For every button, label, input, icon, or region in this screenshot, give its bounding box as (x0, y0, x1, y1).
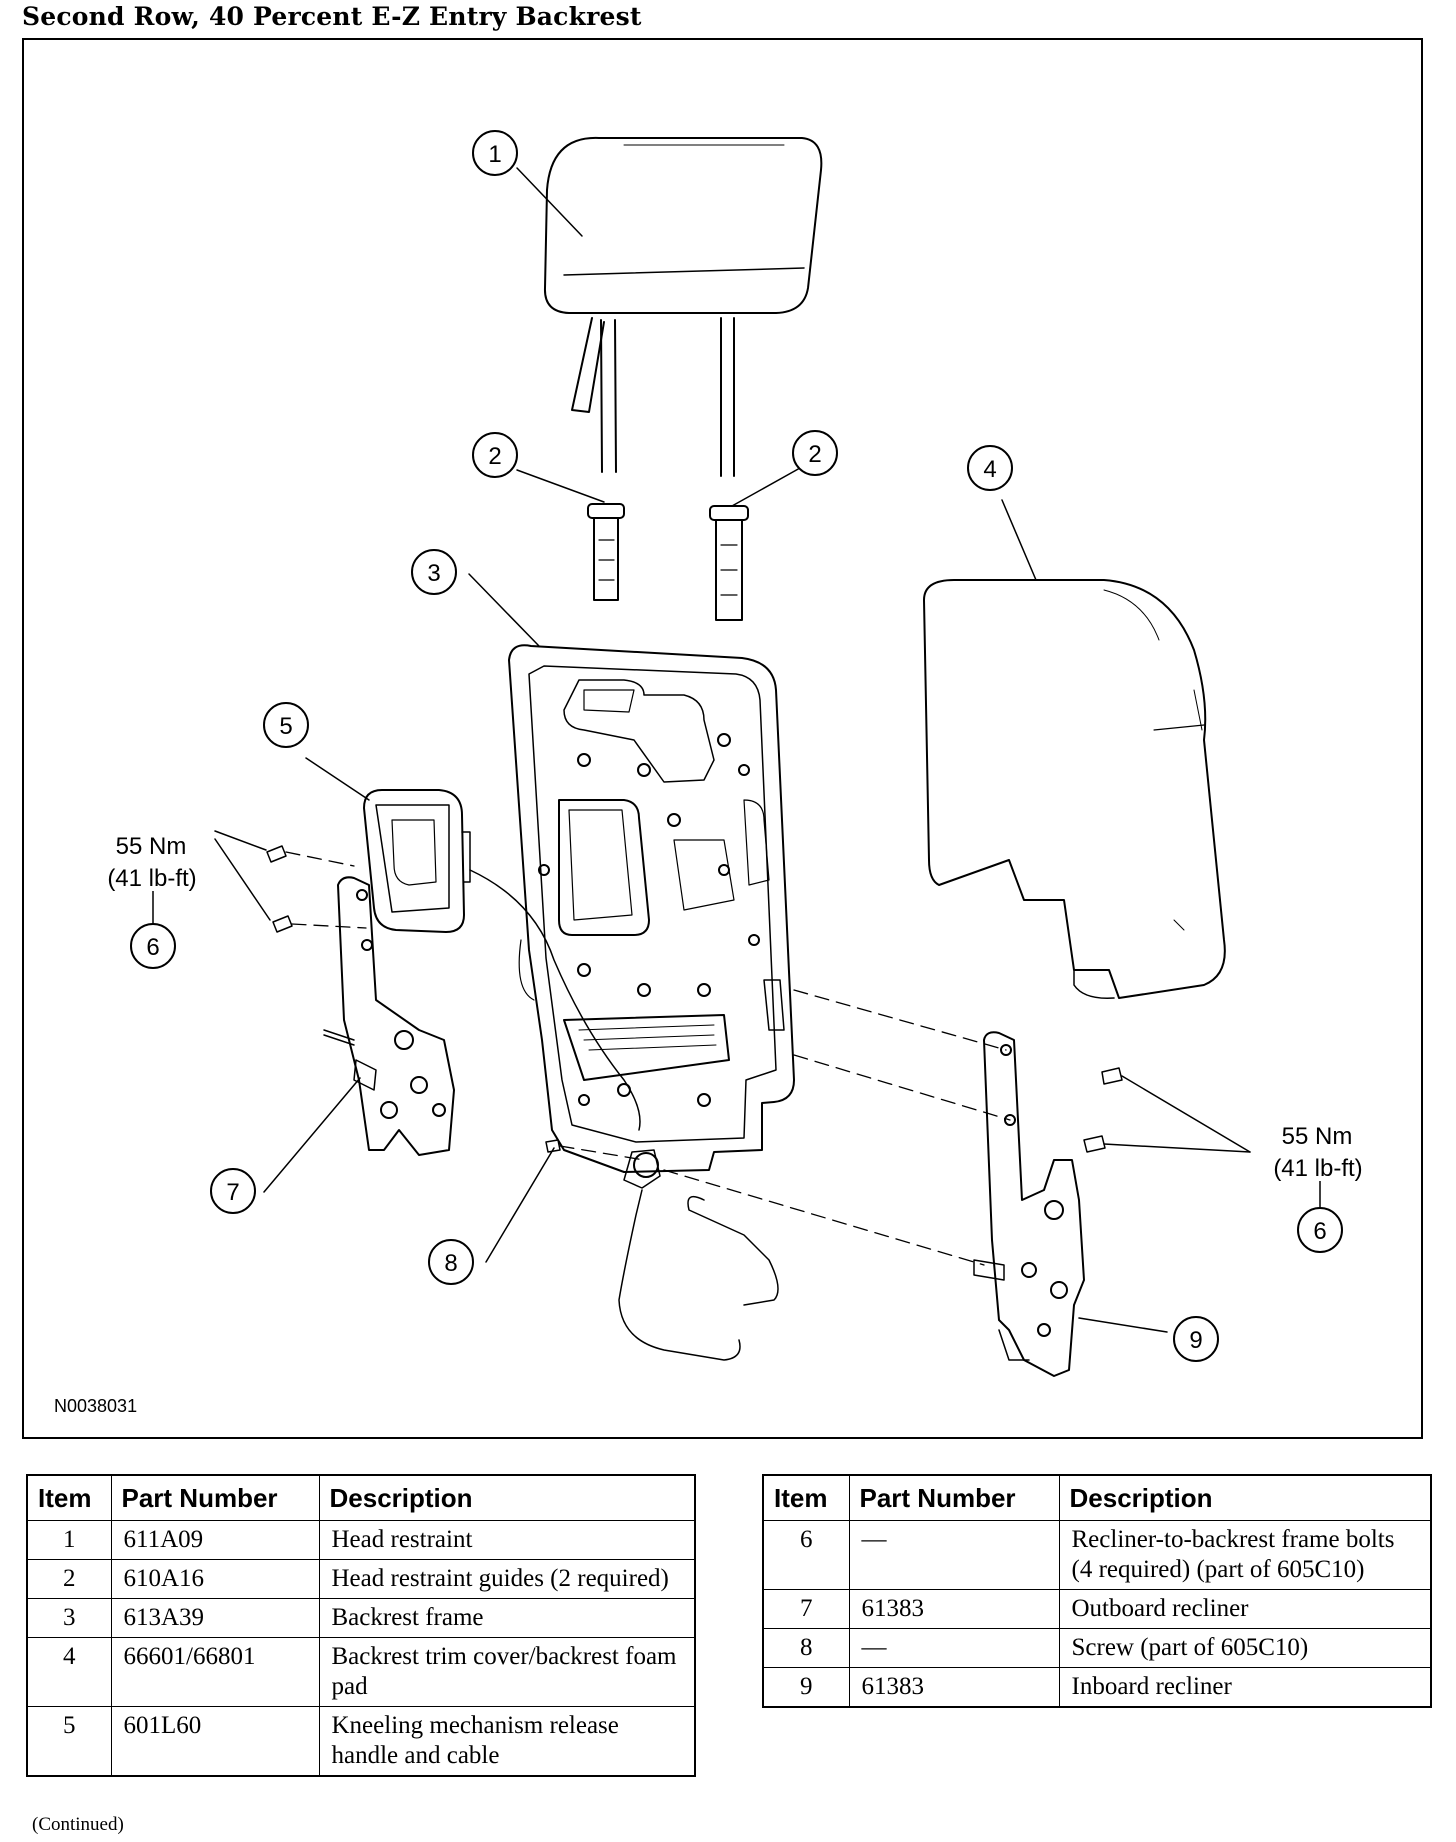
torque-left-lbft: (41 lb-ft) (107, 865, 196, 892)
callout-8: 8 (444, 1250, 457, 1277)
row-part-number: 61383 (848, 1589, 1060, 1629)
row-description: Screw (part of 605C10) (1058, 1628, 1432, 1668)
row-item: 3 (26, 1598, 112, 1638)
callout-7: 7 (226, 1179, 239, 1206)
row-part-number: 61383 (848, 1667, 1060, 1708)
header-description: Description (1058, 1474, 1432, 1521)
table-row: 6 — Recliner-to-backrest frame bolts (4 … (762, 1520, 1432, 1590)
page-title: Second Row, 40 Percent E-Z Entry Backres… (22, 2, 642, 31)
torque-right-lbft: (41 lb-ft) (1273, 1155, 1362, 1182)
torque-left-nm: 55 Nm (116, 833, 187, 860)
callout-2-right: 2 (808, 441, 821, 468)
row-item: 8 (762, 1628, 850, 1668)
figure-id: N0038031 (54, 1396, 137, 1416)
header-part-number: Part Number (110, 1474, 320, 1521)
callout-6-left: 6 (146, 934, 159, 961)
table-row: 5 601L60 Kneeling mechanism release hand… (26, 1706, 696, 1777)
callout-1: 1 (488, 141, 501, 168)
row-item: 9 (762, 1667, 850, 1708)
row-item: 2 (26, 1559, 112, 1599)
row-description: Kneeling mechanism release handle and ca… (318, 1706, 696, 1777)
torque-right-nm: 55 Nm (1282, 1123, 1353, 1150)
continued-note: (Continued) (32, 1814, 124, 1835)
trim-cover-part (923, 579, 1226, 999)
row-part-number: 601L60 (110, 1706, 320, 1777)
row-description: Recliner-to-backrest frame bolts (4 requ… (1058, 1520, 1432, 1590)
callout-2-left: 2 (488, 443, 501, 470)
row-item: 7 (762, 1589, 850, 1629)
diagram-drawing: 1 2 2 3 4 5 6 6 7 8 9 55 Nm (41 lb-ft) 5… (54, 130, 1363, 1416)
row-part-number: 611A09 (110, 1520, 320, 1560)
recliner-bolts (266, 845, 1123, 1153)
parts-table-right: Item Part Number Description 6 — Recline… (762, 1474, 1432, 1708)
row-part-number: 66601/66801 (110, 1637, 320, 1707)
row-description: Head restraint guides (2 required) (318, 1559, 696, 1599)
row-item: 1 (26, 1520, 112, 1560)
backrest-frame-part (508, 644, 795, 1173)
callout-3: 3 (427, 560, 440, 587)
table-row: 2 610A16 Head restraint guides (2 requir… (26, 1559, 696, 1599)
row-item: 5 (26, 1706, 112, 1777)
row-item: 4 (26, 1637, 112, 1707)
alignment-lines (285, 851, 1011, 1266)
header-description: Description (318, 1474, 696, 1521)
row-part-number: 610A16 (110, 1559, 320, 1599)
table-row: 8 — Screw (part of 605C10) (762, 1628, 1432, 1668)
row-description: Inboard recliner (1058, 1667, 1432, 1708)
callout-circles (130, 130, 1343, 1362)
callout-4: 4 (983, 456, 996, 483)
callout-6-right: 6 (1313, 1218, 1326, 1245)
outboard-recliner-part (323, 876, 455, 1156)
table-row: 1 611A09 Head restraint (26, 1520, 696, 1560)
row-description: Backrest trim cover/backrest foam pad (318, 1637, 696, 1707)
header-item: Item (762, 1474, 850, 1521)
table-header-row: Item Part Number Description (26, 1474, 696, 1521)
row-part-number: 613A39 (110, 1598, 320, 1638)
row-description: Head restraint (318, 1520, 696, 1560)
head-restraint-guides-part (587, 503, 749, 621)
callout-5: 5 (279, 713, 292, 740)
inboard-recliner-part (973, 1031, 1085, 1377)
header-part-number: Part Number (848, 1474, 1060, 1521)
kneeling-latch-part (618, 1149, 779, 1361)
leader-lines (214, 167, 1251, 1333)
exploded-diagram: 1 2 2 3 4 5 6 6 7 8 9 55 Nm (41 lb-ft) 5… (22, 38, 1423, 1439)
table-header-row: Item Part Number Description (762, 1474, 1432, 1521)
callout-9: 9 (1189, 1327, 1202, 1354)
row-part-number: — (848, 1628, 1060, 1668)
parts-table-left: Item Part Number Description 1 611A09 He… (26, 1474, 696, 1777)
row-description: Outboard recliner (1058, 1589, 1432, 1629)
table-row: 4 66601/66801 Backrest trim cover/backre… (26, 1637, 696, 1707)
table-row: 7 61383 Outboard recliner (762, 1589, 1432, 1629)
head-restraint-part (543, 136, 823, 477)
row-description: Backrest frame (318, 1598, 696, 1638)
table-row: 3 613A39 Backrest frame (26, 1598, 696, 1638)
row-part-number: — (848, 1520, 1060, 1590)
header-item: Item (26, 1474, 112, 1521)
release-handle-part (363, 789, 641, 1131)
row-item: 6 (762, 1520, 850, 1590)
table-row: 9 61383 Inboard recliner (762, 1667, 1432, 1708)
